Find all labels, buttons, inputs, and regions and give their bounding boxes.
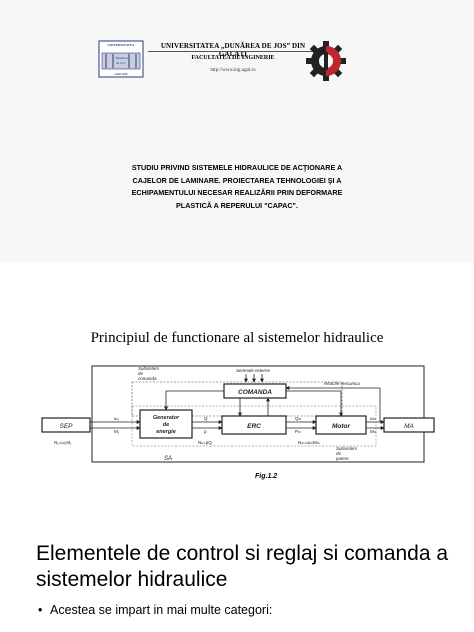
sa-boundary [91, 365, 425, 463]
subsistem-comanda-3: comanda [138, 376, 157, 381]
figure-caption: Fig.1.2 [255, 473, 278, 480]
subsistem-comanda-1: Subsistem [138, 366, 159, 371]
slide-control-elements: Elementele de control si reglaj si coman… [0, 512, 474, 632]
subsistem-putere-3: putere [335, 456, 349, 461]
semnale-externe: Semnale externe [236, 368, 271, 373]
label-mm: Mₘ [370, 429, 377, 434]
label-nhpq: Nₕ=pQ [198, 440, 212, 445]
bullet-dot-icon: • [38, 603, 43, 617]
faculty-url[interactable]: http://www.ing.ugal.ro [210, 68, 256, 73]
title-line-4: PLASTICĂ A REPERULUI "CAPAC". [176, 200, 298, 210]
hydraulic-block-diagram: Subsistem de comanda Semnale externe Rea… [41, 365, 435, 463]
label-n1: ω₁ [114, 416, 120, 421]
gen-label-2: de [163, 422, 169, 428]
erc-block [221, 415, 287, 435]
subsistem-putere-1: Subsistem [336, 446, 357, 451]
header-divider [148, 51, 318, 52]
comanda-label: COMANDA [238, 389, 272, 396]
label-nmeq: Nₘ=ωₘMₘ [298, 440, 320, 445]
bullet-text: Acestea se impart in mai multe categori: [50, 603, 273, 617]
label-p: p [204, 429, 207, 434]
ma-block [383, 417, 435, 433]
label-pm: Pₘ [295, 429, 301, 434]
slide2-title: Principiul de functionare al sistemelor … [90, 330, 384, 346]
sep-label: SEP [59, 423, 73, 430]
title-line-1: STUDIU PRIVIND SISTEMELE HIDRAULICE DE A… [131, 163, 343, 172]
logo-text-4: GALAŢI [114, 72, 128, 76]
university-name: UNIVERSITATEA „DUNĂREA DE JOS” DIN GALAŢ… [160, 42, 306, 58]
document-title: STUDIU PRIVIND SISTEMELE HIDRAULICE DE A… [100, 162, 374, 212]
label-qm: Qₘ [295, 416, 302, 421]
logo-text-2: "Dunărea [114, 56, 128, 60]
logo-text-3: de Jos" [116, 61, 127, 65]
label-q: Q [204, 416, 208, 421]
university-logo: UNIVERSITATEA "Dunărea de Jos" GALAŢI [98, 40, 144, 78]
bullet-item: • Acestea se impart in mai multe categori… [38, 603, 272, 617]
subsistem-putere-2: de [336, 451, 342, 456]
motor-label: Motor [332, 423, 351, 430]
gear-icon [306, 41, 346, 81]
ma-label: MA [404, 423, 414, 430]
title-line-3: ECHIPAMENTULUI NECESAR REALIZĂRII PRIN D… [131, 188, 343, 197]
label-m1: M₁ [114, 429, 120, 434]
gen-label-1: Generator [153, 415, 180, 421]
sep-block [41, 417, 91, 433]
sa-label: SA [164, 456, 172, 462]
logo-text-1: UNIVERSITATEA [108, 43, 136, 47]
slide3-title: Elementele de control si reglaj si coman… [36, 542, 449, 591]
slide-principle: Principiul de functionare al sistemelor … [0, 262, 474, 512]
title-line-2: CAJELOR DE LAMINARE. PROIECTAREA TEHNOLO… [132, 175, 342, 185]
erc-label: ERC [247, 423, 261, 430]
gen-label-3: energie [156, 429, 176, 435]
faculty-name: FACULTATEA DE INGINERIE [191, 55, 275, 61]
subsistem-comanda-2: de [138, 371, 144, 376]
label-n1m1: N₁=ω₁M₁ [54, 440, 72, 445]
label-nm: ωₘ [370, 416, 377, 421]
slide-title: UNIVERSITATEA "Dunărea de Jos" GALAŢI UN… [0, 0, 474, 263]
